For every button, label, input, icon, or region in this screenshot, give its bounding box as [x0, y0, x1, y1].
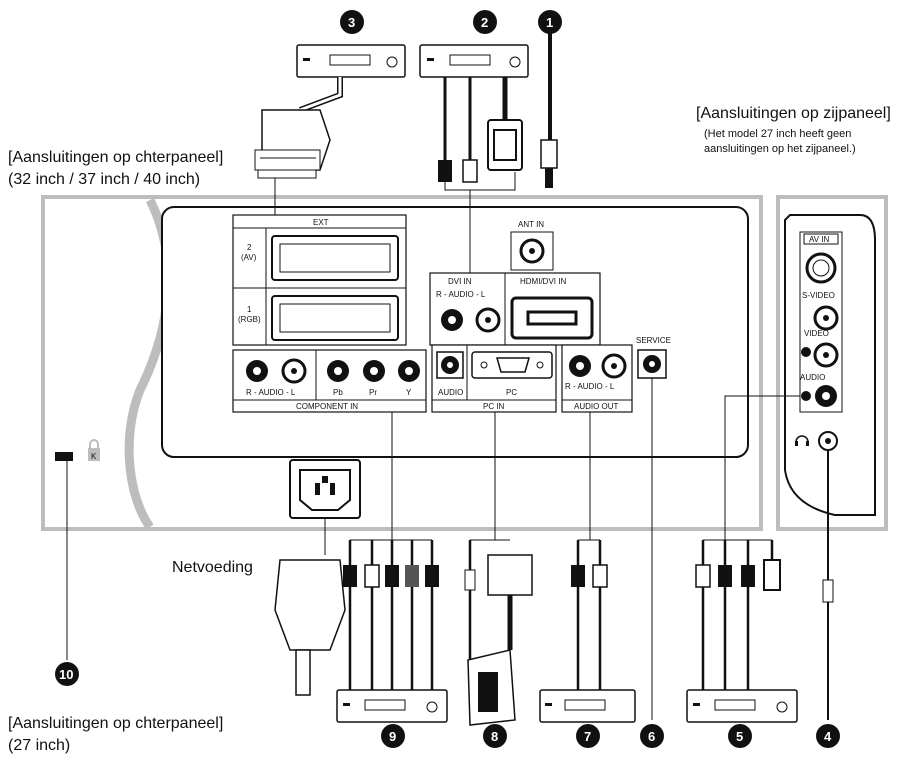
rear-panel-title: [Aansluitingen op chterpaneel]	[8, 149, 224, 166]
side-panel-note-line2: aansluitingen op het zijpaneel.)	[704, 143, 856, 155]
svg-text:9: 9	[389, 729, 396, 744]
ext-label: EXT	[313, 218, 329, 227]
component-audio-label: R - AUDIO - L	[246, 388, 296, 397]
ant-in-label: ANT IN	[518, 220, 544, 229]
service-label: SERVICE	[636, 336, 671, 345]
pc-cables	[464, 412, 533, 680]
audio-out-block: R - AUDIO - L AUDIO OUT	[561, 344, 633, 413]
dvi-audio-label: R - AUDIO - L	[436, 290, 486, 299]
audio-out-lr-label: R - AUDIO - L	[565, 382, 615, 391]
scart-port-1[interactable]	[271, 295, 399, 341]
side-l-label: L	[803, 348, 808, 357]
callout-4: 4	[816, 724, 840, 748]
component-cables	[343, 412, 439, 690]
ant-in-block: ANT IN	[510, 220, 554, 271]
rear-panel-models: (32 inch / 37 inch / 40 inch)	[8, 171, 201, 188]
headphone-icon	[795, 435, 809, 443]
kensington-icon: K	[88, 439, 100, 461]
svg-text:7: 7	[584, 729, 591, 744]
power-cable	[274, 518, 346, 696]
side-panel-frame	[776, 195, 888, 531]
callout-2: 2	[473, 10, 497, 34]
component-block: R - AUDIO - L Pb Pr Y COMPONENT IN	[232, 349, 427, 413]
component-y-label: Y	[406, 388, 412, 397]
ext-rgb-label: (RGB)	[238, 315, 261, 324]
svg-text:6: 6	[648, 729, 655, 744]
device-5-camcorder	[686, 689, 798, 723]
callout-8: 8	[483, 724, 507, 748]
svg-text:5: 5	[736, 729, 743, 744]
side-panel-title: [Aansluitingen op zijpaneel]	[696, 105, 891, 122]
dvi-audio-hdmi-cables	[438, 77, 523, 273]
hdmi-port[interactable]	[510, 296, 594, 340]
pc-audio-label: AUDIO	[438, 388, 463, 397]
device-9-vcr	[336, 689, 448, 723]
antenna-cable	[540, 30, 558, 188]
component-in-label: COMPONENT IN	[296, 402, 358, 411]
component-pb-label: Pb	[333, 388, 343, 397]
callout-9: 9	[381, 724, 405, 748]
svg-text:2: 2	[481, 15, 488, 30]
component-pr-label: Pr	[369, 388, 377, 397]
kensington-label: K	[91, 452, 97, 461]
side-video-label: VIDEO	[804, 329, 829, 338]
dvi-hdmi-block: DVI IN HDMI/DVI IN R - AUDIO - L	[429, 272, 601, 346]
callout-3: 3	[340, 10, 364, 34]
ext-scart-block: EXT 2 (AV) 1 (RGB)	[232, 214, 407, 346]
scart-port-2[interactable]	[271, 235, 399, 281]
pc-in-label: PC IN	[483, 402, 505, 411]
device-8-pc	[467, 649, 516, 726]
svg-text:4: 4	[824, 729, 832, 744]
scart-cable	[254, 77, 343, 215]
s-video-port[interactable]	[805, 252, 837, 284]
side-panel-note-line1: (Het model 27 inch heeft geen	[704, 128, 852, 140]
ext-av-label: (AV)	[241, 253, 257, 262]
dvi-in-label: DVI IN	[448, 277, 472, 286]
pc-label: PC	[506, 388, 517, 397]
side-audio-label: AUDIO	[800, 373, 825, 382]
rear-27-title: [Aansluitingen op chterpaneel]	[8, 715, 224, 732]
device-2-player	[419, 44, 529, 78]
kensington-slot	[55, 452, 73, 461]
hdmi-dvi-in-label: HDMI/DVI IN	[520, 277, 566, 286]
ext-av-number: 2	[247, 243, 252, 252]
av-in-label: AV IN	[809, 235, 830, 244]
power-label: Netvoeding	[172, 559, 253, 576]
callout-5: 5	[728, 724, 752, 748]
ext-rgb-number: 1	[247, 305, 252, 314]
service-block: SERVICE	[636, 336, 671, 379]
headphone-cable	[822, 450, 834, 720]
svg-text:3: 3	[348, 15, 355, 30]
pc-in-block: AUDIO PC PC IN	[431, 344, 557, 413]
callout-1: 1	[538, 10, 562, 34]
side-panel: AV IN S-VIDEO VIDEO L AUDIO R	[784, 214, 876, 516]
rear-panel-frame	[41, 195, 763, 531]
callout-6: 6	[640, 724, 664, 748]
device-3-vcr	[296, 44, 406, 78]
side-r-label: R	[803, 392, 809, 401]
device-7-amplifier	[539, 689, 636, 723]
callout-10: 10	[55, 662, 79, 686]
svg-text:1: 1	[546, 15, 553, 30]
s-video-label: S-VIDEO	[802, 291, 835, 300]
side-av-cables	[695, 395, 800, 690]
svg-text:10: 10	[59, 667, 73, 682]
svg-text:8: 8	[491, 729, 498, 744]
callout-7: 7	[576, 724, 600, 748]
audio-out-cables	[571, 412, 608, 690]
power-socket	[289, 459, 361, 519]
audio-out-label: AUDIO OUT	[574, 402, 619, 411]
rear-27-model: (27 inch)	[8, 737, 71, 754]
